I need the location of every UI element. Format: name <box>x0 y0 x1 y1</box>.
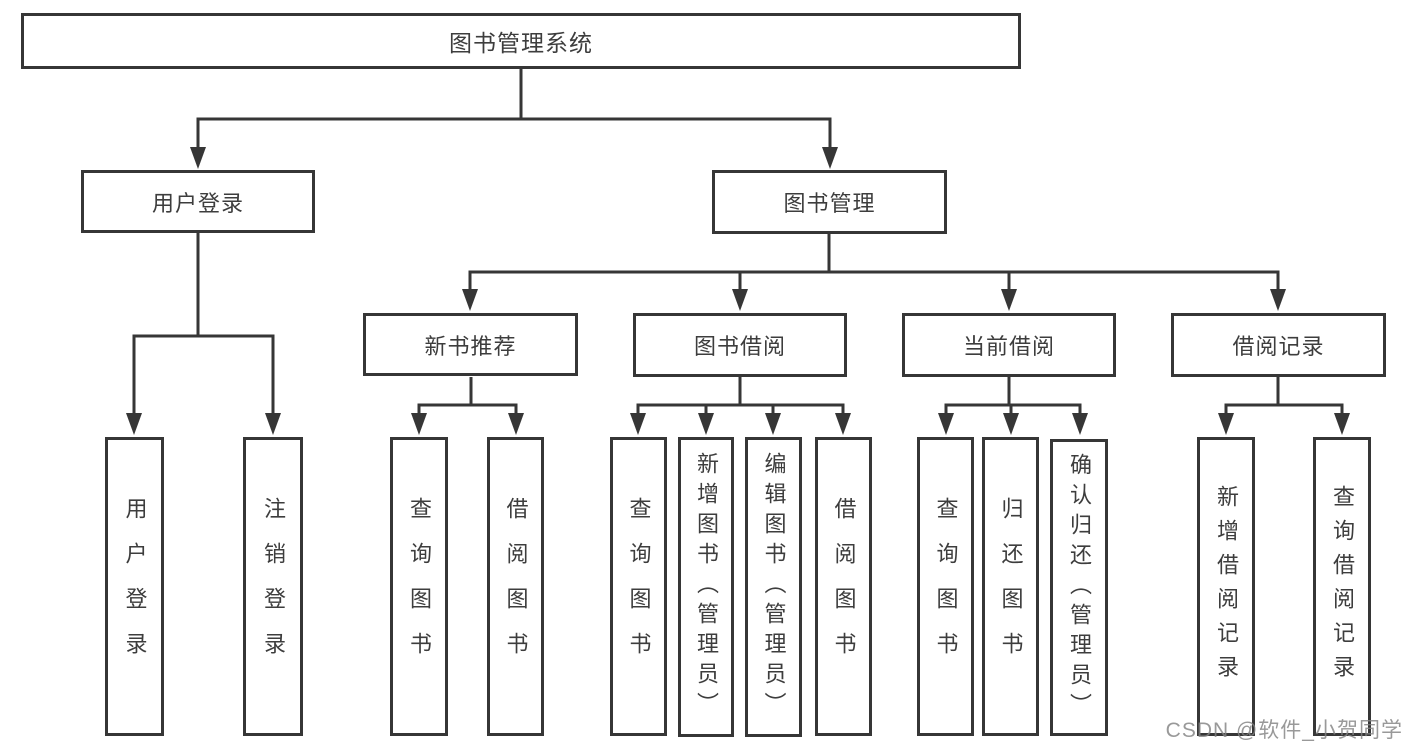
node-new-book-recommend: 新书推荐 <box>363 313 578 376</box>
node-leaf-borrow-books-1: 借阅图书 <box>487 437 544 736</box>
node-borrow-records: 借阅记录 <box>1171 313 1386 377</box>
node-leaf-add-borrow-record: 新增借阅记录 <box>1197 437 1255 736</box>
leaf-label: 新增图书（管理员） <box>694 452 719 722</box>
node-leaf-user-login: 用户登录 <box>105 437 164 736</box>
leaf-label: 归还图书 <box>998 496 1024 677</box>
node-leaf-query-books-1: 查询图书 <box>390 437 448 736</box>
node-book-management: 图书管理 <box>712 170 947 234</box>
leaf-label: 借阅图书 <box>831 496 857 677</box>
leaf-label: 确认归还（管理员） <box>1067 452 1092 723</box>
node-leaf-return-books: 归还图书 <box>982 437 1039 736</box>
node-book-borrow: 图书借阅 <box>633 313 847 377</box>
node-current-borrow: 当前借阅 <box>902 313 1116 377</box>
node-leaf-confirm-return-admin: 确认归还（管理员） <box>1050 439 1108 736</box>
leaf-label: 查询图书 <box>626 496 652 677</box>
leaf-label: 查询图书 <box>407 496 432 677</box>
leaf-label: 编辑图书（管理员） <box>761 452 787 722</box>
leaf-label: 查询图书 <box>933 496 959 677</box>
leaf-label: 借阅图书 <box>503 496 529 677</box>
node-leaf-edit-books-admin: 编辑图书（管理员） <box>745 437 802 737</box>
leaf-label: 注销登录 <box>261 496 286 677</box>
node-user-login: 用户登录 <box>81 170 315 233</box>
node-leaf-borrow-books-2: 借阅图书 <box>815 437 872 736</box>
node-leaf-query-books-2: 查询图书 <box>610 437 667 736</box>
csdn-watermark: CSDN @软件_小贺同学 <box>1165 719 1403 742</box>
node-leaf-logout: 注销登录 <box>243 437 303 736</box>
node-leaf-add-books-admin: 新增图书（管理员） <box>678 437 734 737</box>
leaf-label: 查询借阅记录 <box>1330 484 1355 689</box>
node-library-management-system: 图书管理系统 <box>21 13 1021 69</box>
leaf-label: 新增借阅记录 <box>1214 484 1239 689</box>
node-leaf-query-borrow-record: 查询借阅记录 <box>1313 437 1371 736</box>
leaf-label: 用户登录 <box>122 496 148 677</box>
node-leaf-query-books-3: 查询图书 <box>917 437 974 736</box>
